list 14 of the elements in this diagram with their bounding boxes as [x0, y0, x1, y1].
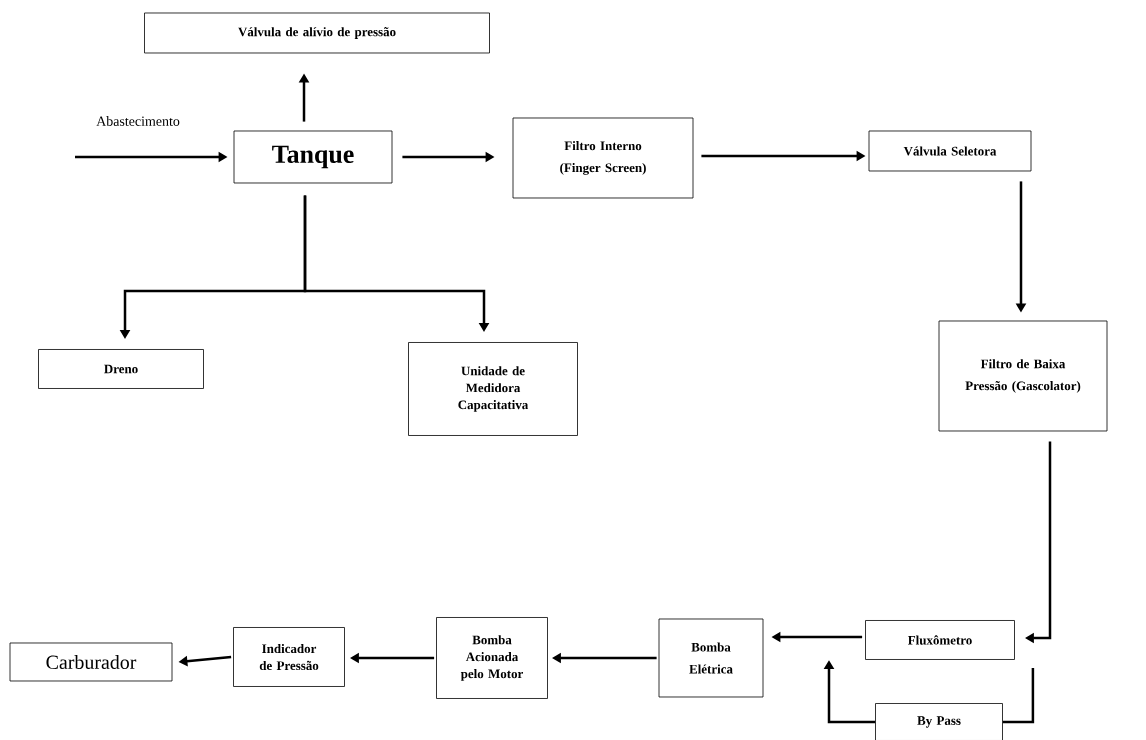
process-box: Unidade de Medidora Capacitativa: [408, 342, 578, 436]
process-box: Dreno: [38, 349, 204, 389]
process-box: Válvula Seletora: [868, 130, 1032, 172]
process-box: Carburador: [9, 642, 173, 682]
process-box: By Pass: [875, 703, 1003, 740]
process-box: Bomba Elétrica: [658, 618, 764, 698]
process-box: Filtro Interno (Finger Screen): [512, 117, 694, 199]
process-box: Tanque: [233, 130, 393, 184]
process-box: Fluxômetro: [865, 620, 1015, 660]
process-box: Válvula de alívio de pressão: [144, 12, 490, 54]
edge-label: Abastecimento: [95, 115, 181, 127]
process-box: Bomba Acionada pelo Motor: [436, 617, 548, 699]
process-box: Filtro de Baixa Pressão (Gascolator): [938, 320, 1108, 432]
process-box: Indicador de Pressão: [233, 627, 345, 687]
